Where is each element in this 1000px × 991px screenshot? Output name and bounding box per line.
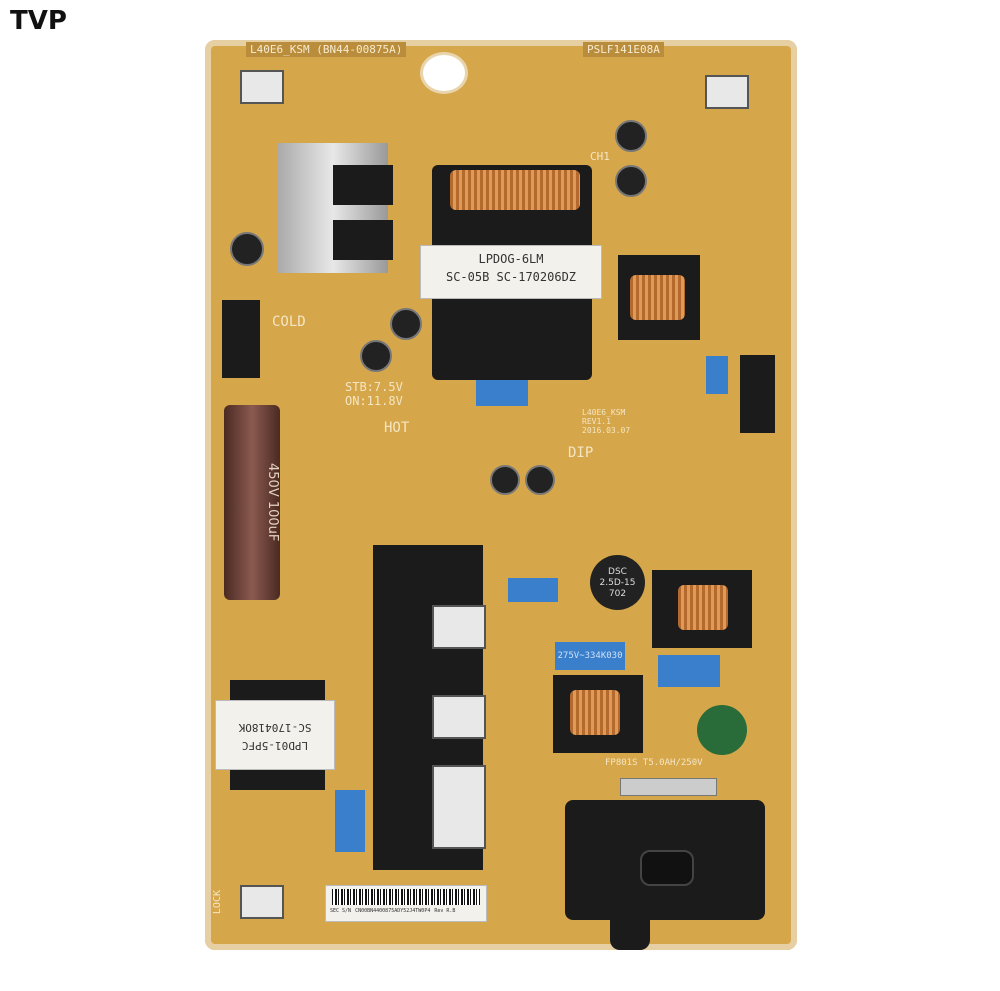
transistor: [432, 695, 486, 739]
bulk-capacitor: 450V 100uF: [224, 405, 280, 600]
model-label: L40E6_KSM (BN44-00875A): [246, 42, 407, 57]
capacitor: [525, 465, 555, 495]
mosfet: [333, 165, 393, 205]
rev-number: REV1.1: [582, 417, 611, 426]
choke-winding: [678, 585, 728, 630]
output-connector: [222, 300, 260, 378]
transformer-code: SC-05B SC-170206DZ: [445, 270, 577, 284]
inductor-coil: [630, 275, 685, 320]
thermistor-brand: DSC: [608, 567, 627, 577]
serial-number: CN00BN4400875ADY52J4TW0P4: [355, 908, 431, 914]
voltage-label: STB:7.5V ON:11.8V: [345, 380, 403, 408]
lug-connector: [240, 70, 284, 104]
mounting-hole: [420, 52, 468, 94]
x-capacitor: 275V~334K030: [555, 642, 625, 670]
fuse: [620, 778, 717, 796]
watermark-logo: TVP: [10, 6, 67, 36]
pfc-transformer-label: LPD01-5PFC SC-170418OK: [215, 700, 335, 770]
ac-inlet-tab: [610, 900, 650, 950]
cold-zone-label: COLD: [272, 314, 306, 330]
rev-date: 2016.03.07: [582, 426, 631, 435]
rev-model: L40E6_KSM: [582, 408, 626, 417]
ntc-thermistor: DSC 2.5D-15 702: [590, 555, 645, 610]
main-transformer-label: LPDOG-6LM SC-05B SC-170206DZ: [420, 245, 602, 299]
on-voltage: ON:11.8V: [345, 394, 403, 408]
thermistor-rating: 2.5D-15: [599, 578, 636, 588]
capacitor-voltage: 450V: [265, 463, 280, 498]
film-capacitor: [476, 380, 528, 406]
dip-label: DIP: [568, 445, 594, 461]
mosfet: [333, 220, 393, 260]
film-capacitor: [335, 790, 365, 852]
revision: Rev R.B: [434, 908, 456, 914]
bridge-rectifier: [432, 765, 486, 849]
part-label: PSLF141E08A: [583, 42, 664, 57]
transistor: [432, 605, 486, 649]
lug-connector: [705, 75, 749, 109]
capacitor-value: 100uF: [265, 501, 280, 542]
transformer-winding: [450, 170, 580, 210]
serial-prefix: SEC S/N: [330, 908, 352, 914]
x-capacitor: [658, 655, 720, 687]
transformer-part: LPDOG-6LM: [478, 252, 544, 266]
hot-zone-label: HOT: [384, 420, 410, 436]
lug-connector: [240, 885, 284, 919]
lock-label: LOCK: [212, 890, 223, 915]
pfc-part: LPD01-5PFC: [241, 739, 309, 752]
capacitor: [390, 308, 422, 340]
varistor: [697, 705, 747, 755]
choke-winding: [570, 690, 620, 735]
film-capacitor: [706, 356, 728, 394]
pfc-code: SC-170418OK: [238, 721, 312, 734]
output-connector: [740, 355, 775, 433]
thermistor-code: 702: [608, 589, 627, 599]
revision-block: L40E6_KSM REV1.1 2016.03.07: [582, 408, 630, 435]
barcode: [332, 889, 480, 905]
film-capacitor: [508, 578, 558, 602]
ch-label: CH1: [590, 150, 610, 163]
capacitor: [615, 120, 647, 152]
capacitor: [230, 232, 264, 266]
fuse-label: FP801S T5.0AH/250V: [605, 758, 703, 768]
serial-sticker: SEC S/N CN00BN4400875ADY52J4TW0P4 Rev R.…: [325, 885, 487, 922]
standby-voltage: STB:7.5V: [345, 380, 403, 394]
capacitor: [490, 465, 520, 495]
capacitor: [615, 165, 647, 197]
serial-text: SEC S/N CN00BN4400875ADY52J4TW0P4 Rev R.…: [326, 908, 486, 914]
capacitor: [360, 340, 392, 372]
power-socket[interactable]: [640, 850, 694, 886]
